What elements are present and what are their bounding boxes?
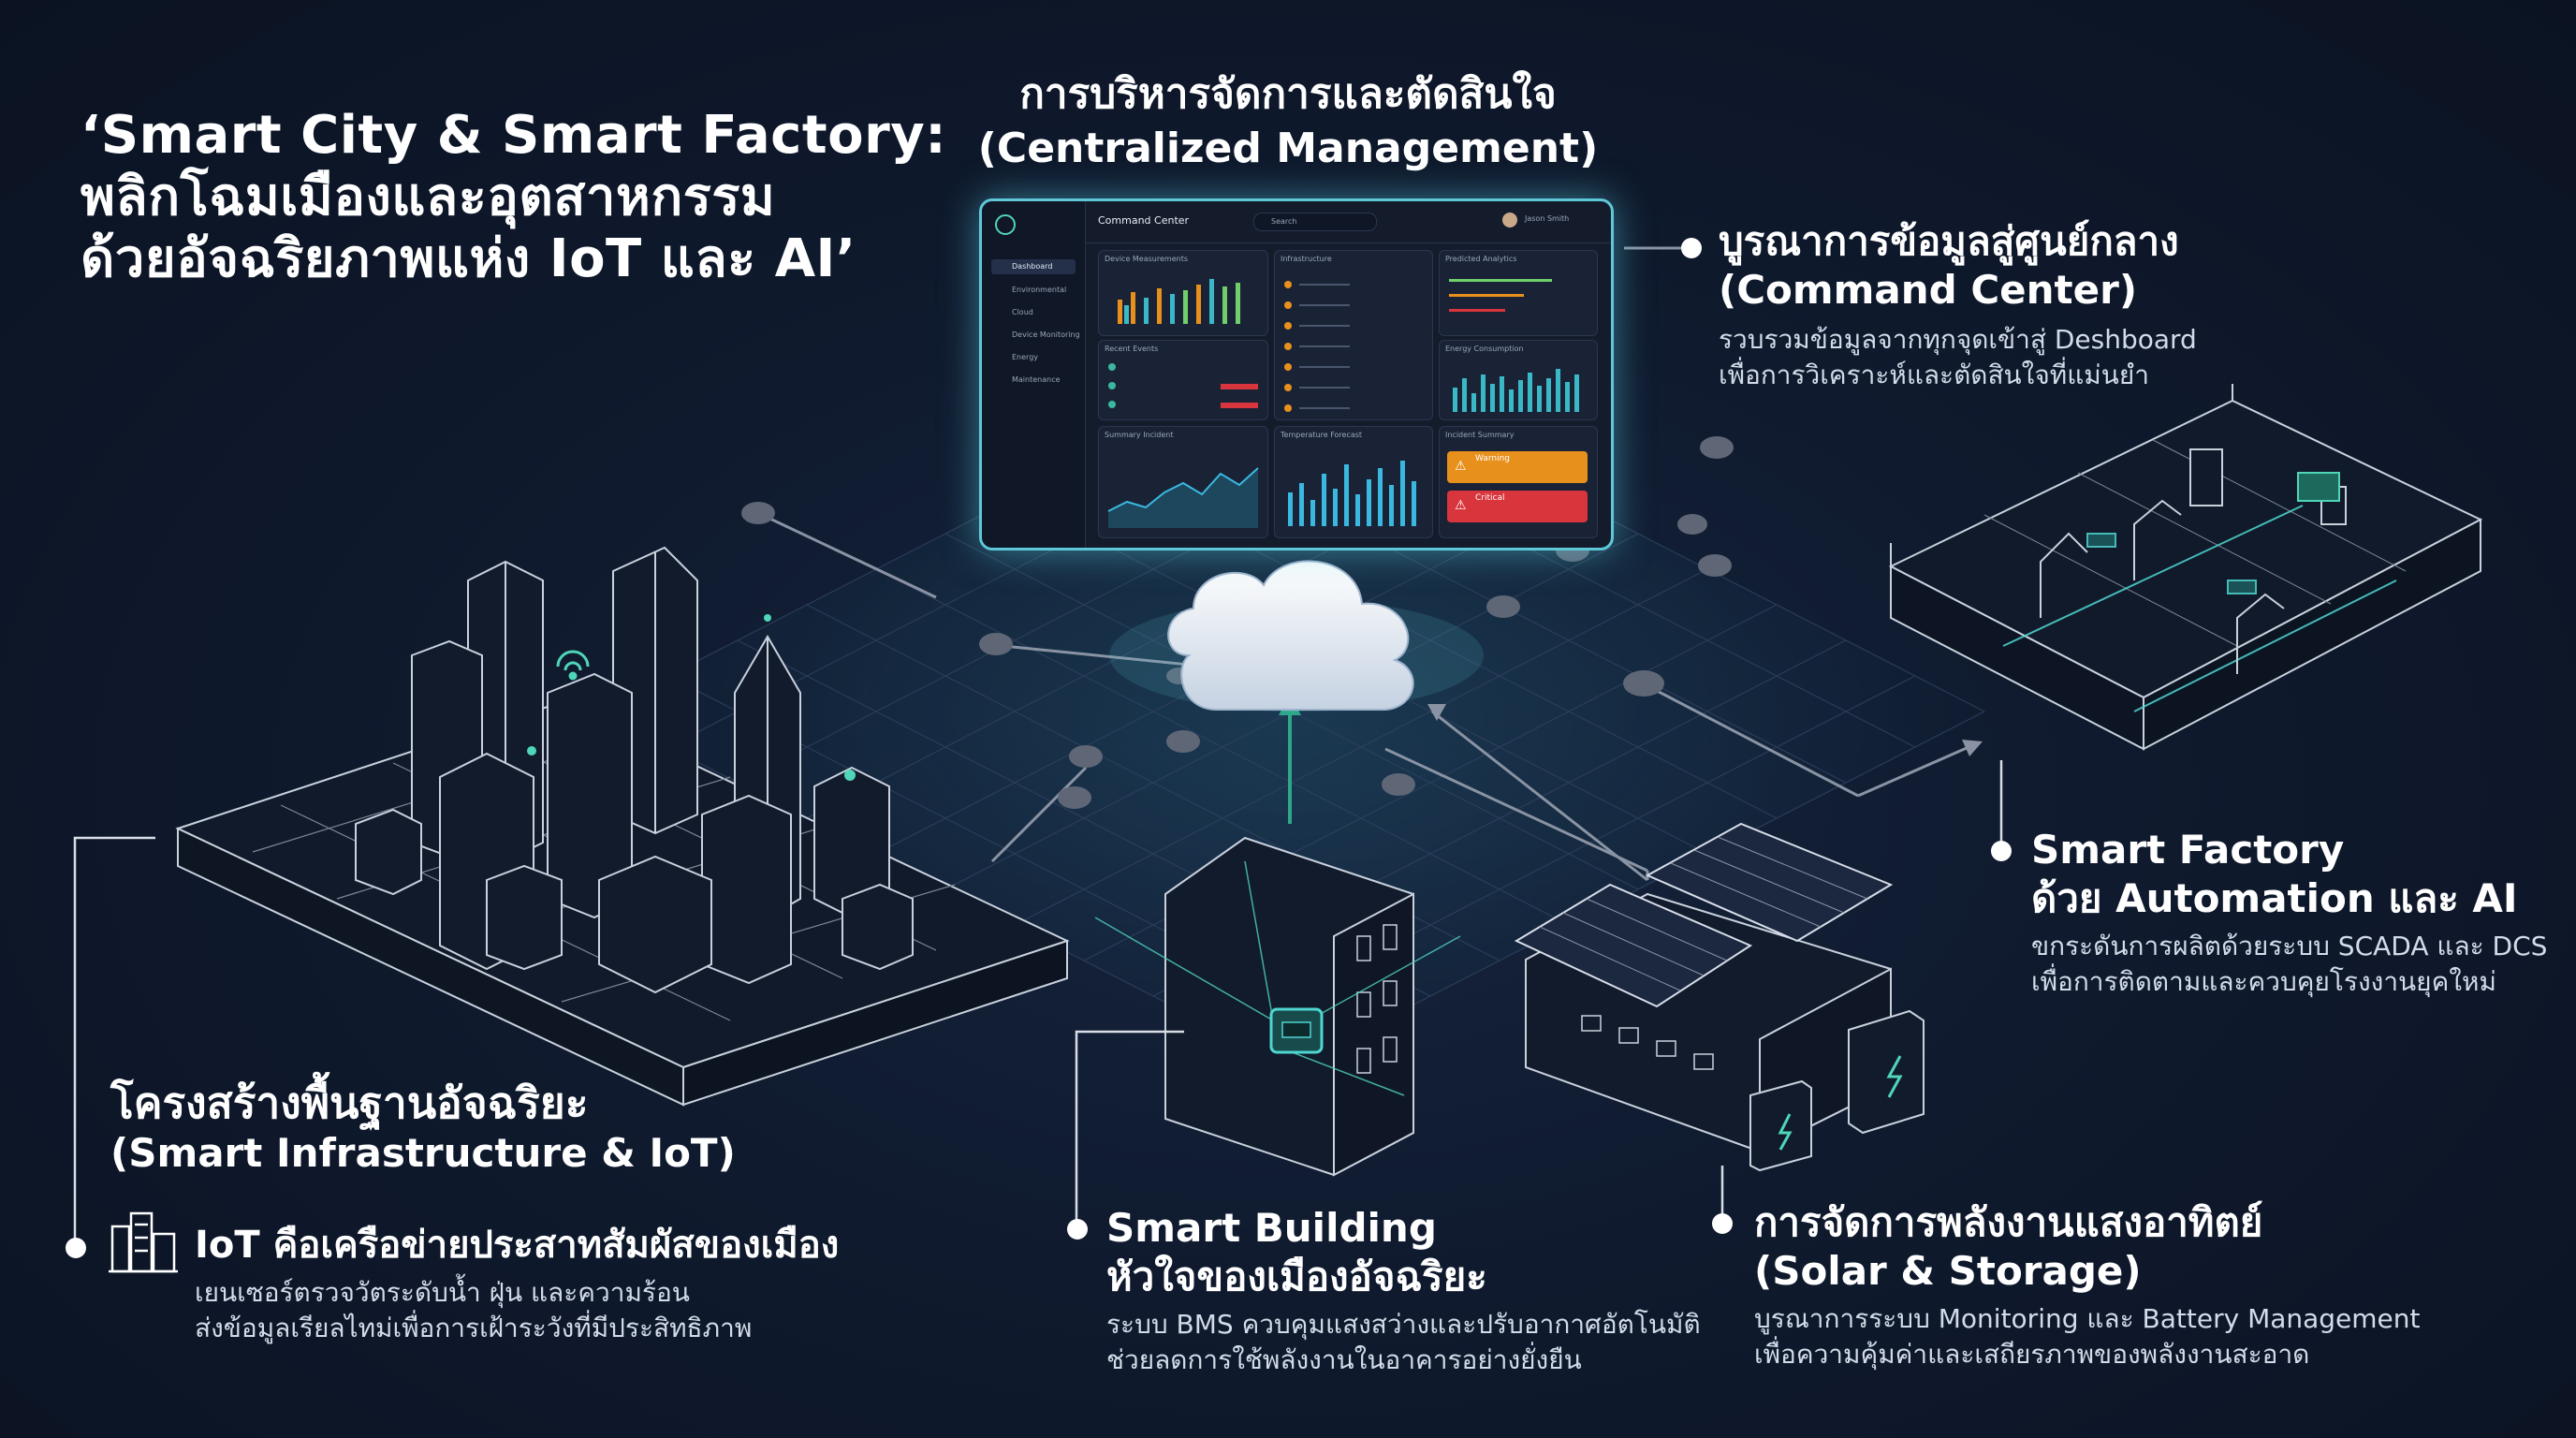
management-line-2: (Centralized Management) — [977, 125, 1599, 172]
dashboard-sidebar: Dashboard Environmental Cloud Device Mon… — [982, 201, 1086, 548]
network-connectors — [757, 246, 1976, 882]
network-nodes — [741, 436, 1734, 809]
panel-infrastructure: Infrastructure — [1274, 250, 1433, 420]
panel-title: Device Measurements — [1105, 255, 1188, 263]
lightning-icon — [1778, 1055, 1903, 1151]
solar-storage-illustration — [1514, 822, 1925, 1172]
management-line-1: การบริหารจัดการและตัดสินใจ — [1019, 70, 1557, 118]
iot-heading: IoT คือเครือข่ายประสาทสัมผัสของเมือง — [195, 1224, 840, 1267]
dashboard-search-input[interactable]: Search — [1253, 213, 1377, 231]
callout-dot-smart-factory — [1991, 841, 2012, 861]
dashboard-topbar: Command Center Search Jason Smith — [1085, 201, 1611, 243]
smart-building-callout: Smart Building หัวใจของเมืองอัจฉริยะ ระบ… — [1106, 1204, 1701, 1378]
warning-icon: ⚠ — [1455, 459, 1467, 474]
city-icon — [109, 1211, 178, 1273]
command-center-heading-2: (Command Center) — [1719, 267, 2138, 313]
panel-summary-incident: Summary Incident — [1098, 426, 1268, 538]
callout-dot-infrastructure — [66, 1238, 86, 1258]
panel-title: Infrastructure — [1281, 255, 1332, 263]
dashboard-logo — [995, 214, 1016, 235]
alert-warning-label: Warning — [1475, 454, 1511, 463]
progress-bars-mini — [1449, 279, 1552, 312]
iot-sensor-glows — [527, 614, 856, 781]
nav-item-device-monitoring[interactable]: Device Monitoring — [1012, 330, 1080, 339]
alert-critical-label: Critical — [1475, 493, 1505, 503]
smart-factory-illustration — [1888, 384, 2483, 751]
command-center-dashboard: Dashboard Environmental Cloud Device Mon… — [979, 198, 1614, 550]
panel-title: Incident Summary — [1445, 431, 1515, 439]
command-center-desc-1: รวบรวมข้อมูลจากทุกจุดเข้าสู่ Deshboard — [1719, 324, 2197, 355]
callout-leaders — [73, 760, 2003, 1247]
infrastructure-heading-1: โครงสร้างพื้นฐานอัจฉริยะ — [110, 1078, 589, 1128]
panel-energy-consumption: Energy Consumption — [1439, 340, 1598, 420]
panel-title: Summary Incident — [1105, 431, 1174, 439]
callout-dot-smart-building — [1067, 1219, 1088, 1240]
title-line-3: ด้วยอัจฉริยภาพแห่ง IoT และ AI’ — [80, 228, 856, 289]
solar-desc-2: เพื่อความคุ้มค่าและเสถียรภาพของพลังงานสะ… — [1754, 1339, 2310, 1370]
solar-callout: การจัดการพลังงานแสงอาทิตย์ (Solar & Stor… — [1754, 1198, 2421, 1372]
iot-desc-1: เยนเซอร์ตรวจวัตระดับน้ำ ฝุ่น และความร้อน — [195, 1277, 690, 1308]
smart-building-desc-2: ช่วยลดการใช้พลังงานในอาคารอย่างยั่งยืน — [1106, 1344, 1582, 1375]
smart-factory-desc-2: เพื่อการติดตามและควบคุยโรงงานยุคใหม่ — [2031, 966, 2496, 997]
cloud-icon — [1109, 560, 1484, 712]
management-heading: การบริหารจัดการและตัดสินใจ (Centralized … — [0, 67, 2576, 176]
nav-item-environmental[interactable]: Environmental — [1012, 286, 1067, 294]
panel-predicted-analytics: Predicted Analytics — [1439, 250, 1598, 336]
smart-factory-heading-1: Smart Factory — [2031, 827, 2345, 873]
command-center-desc-2: เพื่อการวิเคราะห์และตัดสินใจที่แม่นยำ — [1719, 360, 2149, 390]
smart-city-illustration — [175, 546, 1070, 1107]
nav-item-cloud[interactable]: Cloud — [1012, 308, 1033, 316]
callout-dot-solar — [1712, 1213, 1733, 1234]
factory-screen-glow — [2297, 472, 2340, 502]
smart-building-heading-1: Smart Building — [1106, 1205, 1437, 1251]
panel-title: Temperature Forecast — [1281, 431, 1363, 439]
nav-item-energy[interactable]: Energy — [1012, 353, 1039, 361]
main-title: ‘Smart City & Smart Factory: พลิกโฉมเมือ… — [80, 105, 946, 290]
panel-recent-events: Recent Events — [1098, 340, 1268, 420]
teal-bars-mini — [1453, 369, 1579, 412]
panel-title: Predicted Analytics — [1445, 255, 1517, 263]
command-center-heading-1: บูรณาการข้อมูลสู่ศูนย์กลาง — [1719, 218, 2179, 264]
panel-incident-summary: Incident Summary ⚠ Warning ⚠ Critical — [1439, 426, 1598, 538]
smart-factory-desc-1: ขกระดันการผลิตด้วยระบบ SCADA และ DCS — [2031, 931, 2548, 961]
panel-device-measurements: Device Measurements — [1098, 250, 1268, 336]
dashboard-app-title: Command Center — [1098, 214, 1190, 227]
title-line-1: ‘Smart City & Smart Factory: — [80, 105, 947, 166]
solar-desc-1: บูรณาการระบบ Monitoring และ Battery Mana… — [1754, 1303, 2421, 1334]
panel-title: Recent Events — [1105, 345, 1159, 353]
avatar[interactable] — [1502, 213, 1517, 227]
status-list-mini — [1284, 281, 1350, 412]
bar-chart-mini — [1118, 279, 1240, 324]
panel-temperature-forecast: Temperature Forecast — [1274, 426, 1433, 538]
dashboard-user-name[interactable]: Jason Smith — [1525, 214, 1570, 223]
smart-building-heading-2: หัวใจของเมืองอัจฉริยะ — [1106, 1254, 1487, 1299]
warning-icon: ⚠ — [1455, 498, 1467, 513]
event-list-mini — [1108, 363, 1258, 408]
nav-item-dashboard[interactable]: Dashboard — [991, 259, 1076, 274]
callout-dot-command-center — [1681, 238, 1702, 258]
title-line-2: พลิกโฉมเมืองและอุตสาหกรรม — [80, 167, 776, 227]
nav-item-maintenance[interactable]: Maintenance — [1012, 375, 1061, 384]
wifi-icon — [556, 650, 590, 681]
column-chart-mini — [1288, 461, 1416, 526]
infrastructure-heading-2: (Smart Infrastructure & IoT) — [110, 1130, 736, 1176]
iot-desc-2: ส่งข้อมูลเรียลไทม่เพื่อการเฝ้าระวังที่มี… — [195, 1313, 753, 1343]
solar-heading-1: การจัดการพลังงานแสงอาทิตย์ — [1754, 1199, 2263, 1245]
infrastructure-callout: โครงสร้างพื้นฐานอัจฉริยะ (Smart Infrastr… — [110, 1077, 736, 1178]
command-center-callout: บูรณาการข้อมูลสู่ศูนย์กลาง (Command Cent… — [1719, 217, 2197, 393]
smart-factory-heading-2: ด้วย Automation และ AI — [2031, 875, 2518, 921]
smart-building-desc-1: ระบบ BMS ควบคุมแสงสว่างและปรับอากาศอัตโน… — [1106, 1309, 1701, 1340]
area-line-chart-mini — [1107, 467, 1259, 528]
smart-factory-callout: Smart Factory ด้วย Automation และ AI ขกร… — [2031, 826, 2547, 1000]
iot-callout: IoT คือเครือข่ายประสาทสัมผัสของเมือง เยน… — [195, 1221, 839, 1346]
alert-warning[interactable]: ⚠ Warning — [1447, 451, 1588, 483]
smart-building-illustration — [1094, 836, 1461, 1177]
dashboard-search-placeholder: Search — [1271, 217, 1297, 226]
solar-heading-2: (Solar & Storage) — [1754, 1248, 2142, 1294]
panel-title: Energy Consumption — [1445, 345, 1524, 353]
alert-critical[interactable]: ⚠ Critical — [1447, 491, 1588, 522]
